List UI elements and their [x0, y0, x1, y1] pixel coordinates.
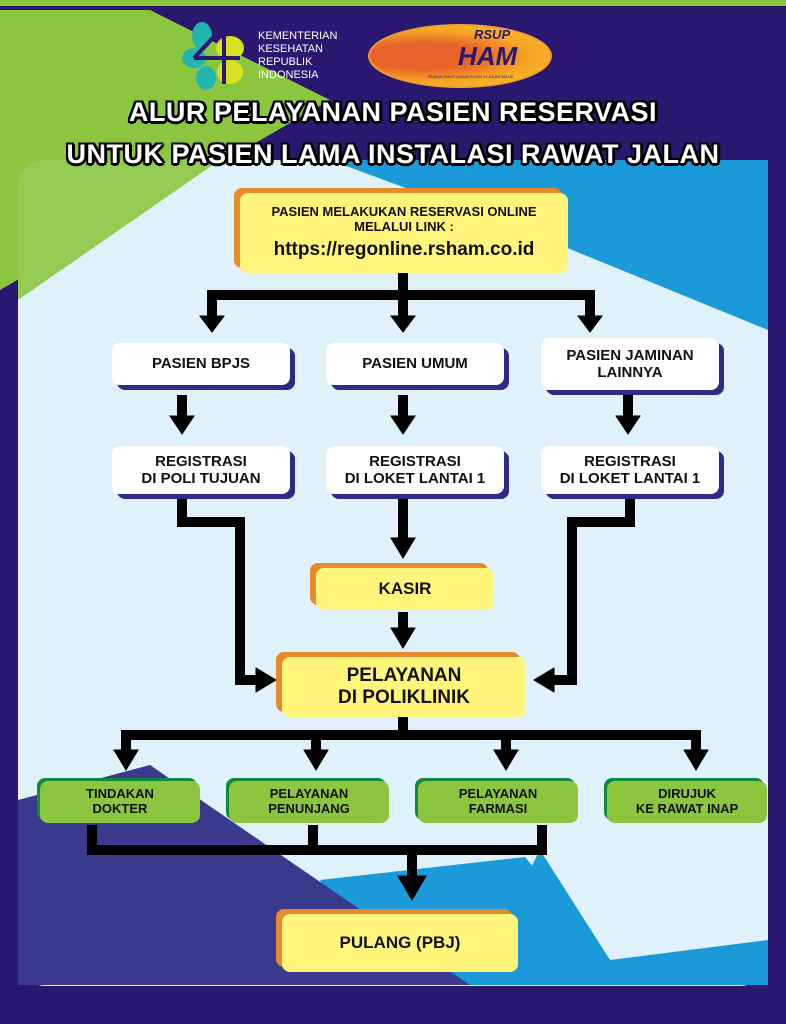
kemenkes-text: KEMENTERIAN KESEHATAN REPUBLIK INDONESIA: [258, 30, 337, 82]
end-box: PULANG (PBJ): [282, 914, 518, 972]
box-label: REGISTRASI: [584, 452, 676, 470]
start-text: PASIEN MELAKUKAN RESERVASI ONLINE: [271, 204, 537, 220]
rsup-ham-logo: RSUP HAM RUMAH SAKIT UMUM PUSAT H. ADAM …: [368, 24, 552, 88]
box-label: REGISTRASI: [369, 452, 461, 470]
box-label: PELAYANAN: [346, 665, 462, 687]
box-label: FARMASI: [468, 801, 528, 816]
box-label: PULANG (PBJ): [339, 933, 461, 953]
box-label: TINDAKAN: [86, 786, 154, 802]
box-label: KE RAWAT INAP: [635, 801, 739, 816]
title-line-2: UNTUK PASIEN LAMA INSTALASI RAWAT JALAN: [66, 139, 720, 169]
box-label: PASIEN BPJS: [151, 355, 251, 373]
patient-umum-box: PASIEN UMUM: [326, 343, 504, 385]
logo-subtitle: RUMAH SAKIT UMUM PUSAT H. ADAM MALIK: [428, 74, 514, 79]
kemenkes-emblem-icon: [182, 22, 244, 90]
logo-line: KEMENTERIAN: [258, 30, 338, 42]
box-label: DI LOKET LANTAI 1: [559, 470, 701, 487]
cashier-box: KASIR: [316, 568, 494, 610]
box-label: PELAYANAN: [269, 786, 349, 802]
reservation-link[interactable]: https://regonline.rsham.co.id: [273, 239, 535, 261]
box-label: PENUNJANG: [268, 801, 350, 816]
logo-rsup: RSUP: [474, 27, 511, 42]
box-label: PASIEN UMUM: [362, 355, 468, 373]
box-label: DI POLI TUJUAN: [141, 470, 261, 487]
start-box: PASIEN MELAKUKAN RESERVASI ONLINE MELALU…: [240, 193, 568, 273]
box-label: DIRUJUK: [658, 786, 716, 802]
kemenkes-logo: [180, 18, 250, 90]
logo-line: INDONESIA: [258, 69, 319, 81]
start-text: MELALUI LINK :: [354, 219, 454, 235]
box-label: PASIEN JAMINAN LAINNYA: [566, 346, 694, 381]
logo-ham: HAM: [458, 41, 518, 71]
box-label: REGISTRASI: [155, 452, 247, 470]
logo-line: KESEHATAN: [258, 43, 323, 55]
logo-line: REPUBLIK: [258, 56, 313, 68]
box-label: KASIR: [378, 579, 432, 599]
title-line-1: ALUR PELAYANAN PASIEN RESERVASI: [128, 97, 658, 127]
patient-jaminan-box: PASIEN JAMINAN LAINNYA: [541, 338, 719, 390]
patient-bpjs-box: PASIEN BPJS: [112, 343, 290, 385]
box-label: DI POLIKLINIK: [338, 687, 470, 708]
box-label: DI LOKET LANTAI 1: [344, 470, 486, 487]
box-label: DOKTER: [92, 801, 148, 816]
box-label: PELAYANAN: [458, 786, 538, 802]
